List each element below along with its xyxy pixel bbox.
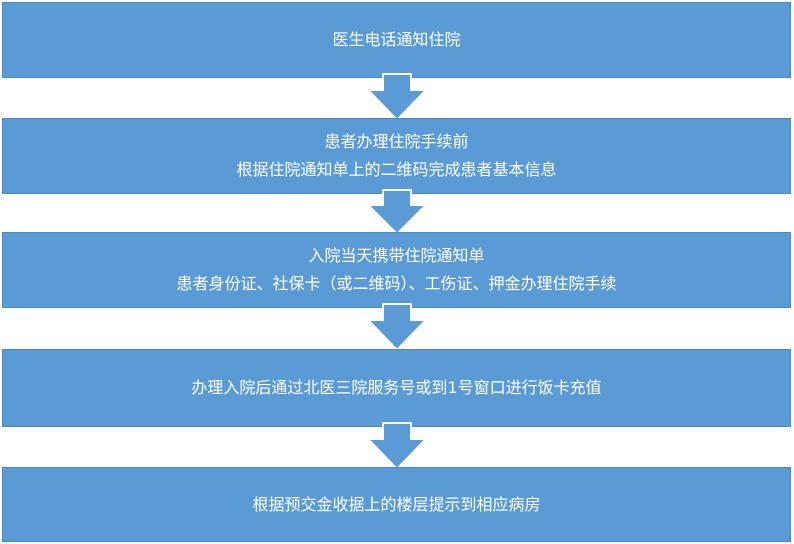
step-1-text: 医生电话通知住院 <box>332 30 461 49</box>
step-4-box: 办理入院后通过北医三院服务号或到1号窗口进行饭卡充值 <box>2 349 791 427</box>
step-2-line-1: 患者办理住院手续前 <box>324 132 469 151</box>
arrow-down-icon <box>367 189 427 235</box>
step-3-line-2: 患者身份证、社保卡（或二维码）、工伤证、押金办理住院手续 <box>176 274 617 293</box>
step-3-box: 入院当天携带住院通知单 患者身份证、社保卡（或二维码）、工伤证、押金办理住院手续 <box>2 232 791 308</box>
step-1-box: 医生电话通知住院 <box>2 2 791 78</box>
step-3-line-1: 入院当天携带住院通知单 <box>308 246 485 265</box>
step-5-text: 根据预交金收据上的楼层提示到相应病房 <box>252 494 541 514</box>
step-5-box: 根据预交金收据上的楼层提示到相应病房 <box>2 467 791 542</box>
step-2-box: 患者办理住院手续前 根据住院通知单上的二维码完成患者基本信息 <box>2 118 791 194</box>
arrow-down-icon <box>367 422 427 470</box>
step-2-line-2: 根据住院通知单上的二维码完成患者基本信息 <box>236 160 557 179</box>
arrow-down-icon <box>367 73 427 121</box>
step-4-text: 办理入院后通过北医三院服务号或到1号窗口进行饭卡充值 <box>191 378 602 397</box>
arrow-down-icon <box>367 303 427 351</box>
